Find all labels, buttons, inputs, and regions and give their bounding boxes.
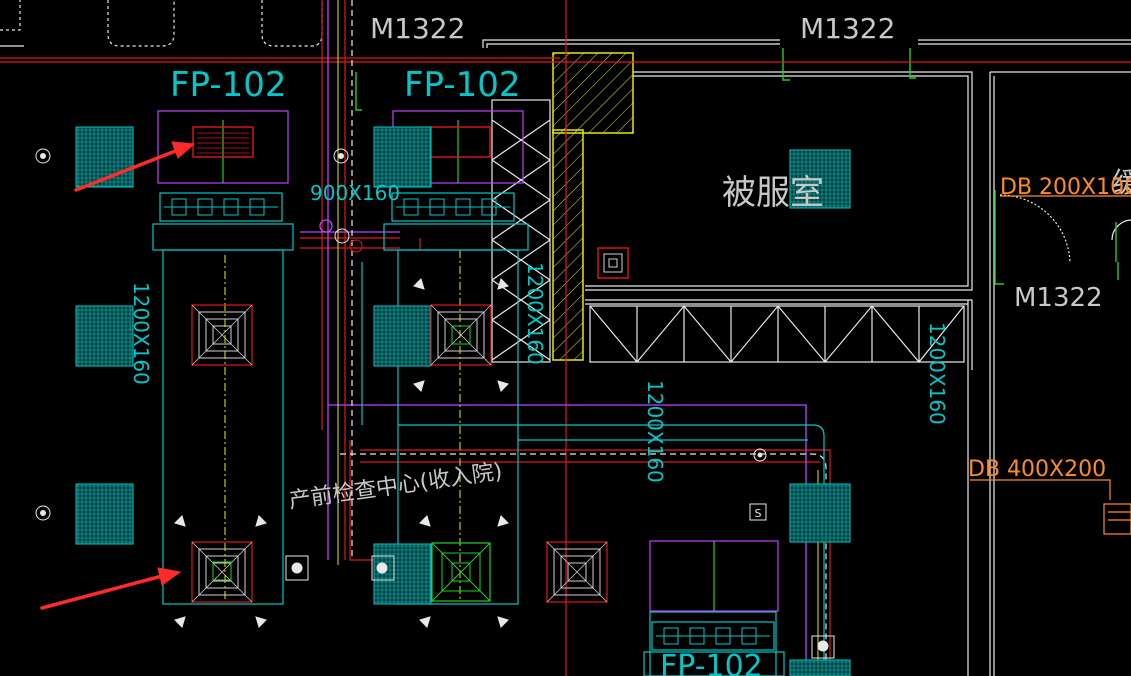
magenta-lines: [300, 0, 807, 676]
label-door-top-left: M1322: [370, 12, 465, 45]
label-main-room: 产前检查中心(收入院): [287, 459, 504, 514]
door-frames: [355, 48, 1119, 285]
yellow-lines: [224, 0, 819, 676]
inner-green-squares: [212, 325, 471, 581]
air-grilles: [75, 126, 851, 676]
label-door-top-right: M1322: [800, 12, 895, 45]
airflow-arrows: [174, 278, 509, 628]
return-grille-mid: [429, 126, 491, 158]
label-damper-top: DB 200X100: [1000, 175, 1131, 200]
label-fp-102-top-mid: FP-102: [404, 65, 520, 105]
label-duct-left-vertical: 1200X160: [129, 282, 153, 385]
return-grille-left: [192, 126, 254, 158]
section-symbol-box: [749, 503, 767, 521]
structural-column: [552, 52, 634, 361]
orange-dampers: [970, 195, 1131, 535]
dashed-pipe: [340, 0, 827, 676]
label-duct-mid-vertical-a: 1200X160: [523, 262, 547, 365]
ductwork: [152, 223, 825, 676]
ceiling-points: [35, 148, 835, 659]
label-fp-102-bottom: FP-102: [660, 649, 763, 676]
label-duct-top: 900X160: [310, 181, 400, 205]
label-damper-right: DB 400X200: [968, 457, 1106, 482]
annotation-arrows: [40, 141, 196, 610]
label-door-right: M1322: [1014, 283, 1103, 313]
label-partial-char: 缓: [1112, 166, 1131, 199]
section-symbol: S: [755, 507, 762, 520]
label-fp-102-top-left: FP-102: [170, 65, 286, 105]
green-diffuser: [431, 542, 491, 602]
label-room-bedding: 被服室: [722, 173, 824, 213]
label-duct-mid-vertical-b: 1200X160: [643, 380, 667, 483]
fan-coil-unit-bottom: [651, 621, 775, 651]
fan-coil-unit-left: [159, 192, 283, 222]
unit-housings: [157, 110, 779, 612]
label-duct-right-vertical: 1200X160: [925, 322, 949, 425]
exhaust-vent: [597, 247, 629, 279]
